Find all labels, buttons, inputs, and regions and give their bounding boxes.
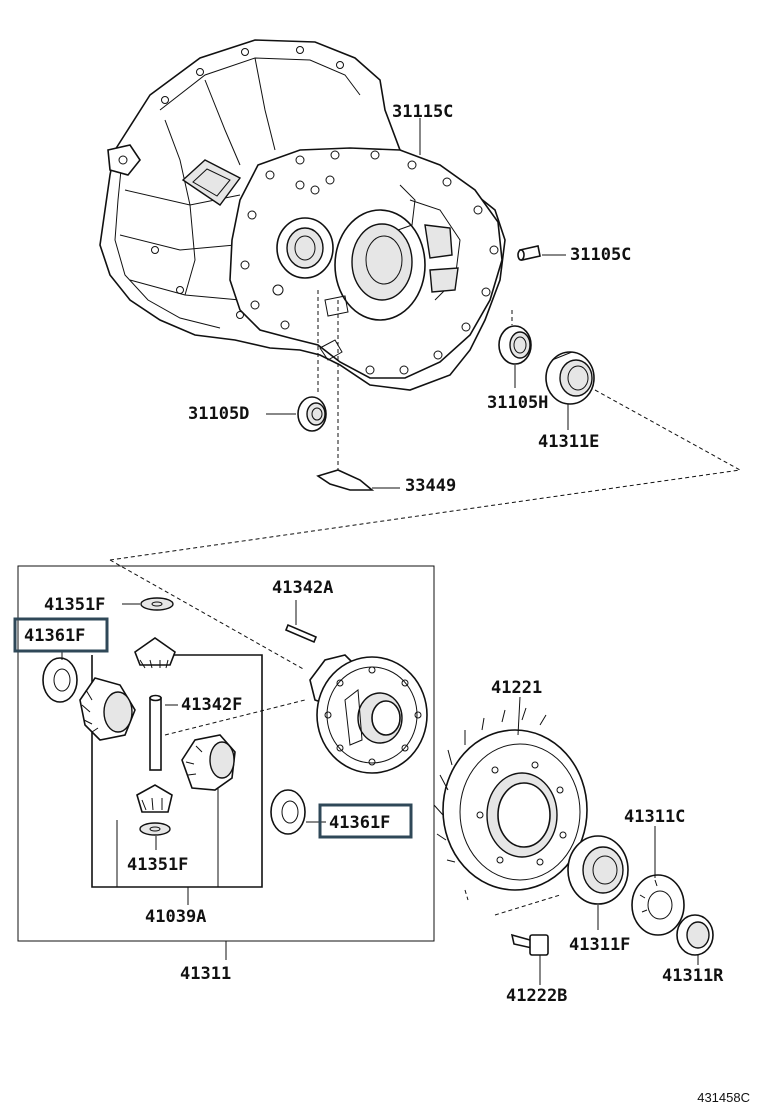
part-41221-ring-gear [433, 707, 588, 891]
label-41361f-left[interactable]: 41361F [24, 626, 85, 646]
part-31105h-seal [498, 325, 532, 365]
highlight-box-right [318, 803, 413, 839]
label-31115c[interactable]: 31115C [392, 102, 453, 122]
transaxle-housing [99, 39, 506, 391]
label-41221[interactable]: 41221 [491, 678, 542, 698]
label-31105h[interactable]: 31105H [487, 393, 548, 413]
label-41222b[interactable]: 41222B [506, 986, 567, 1006]
side-gear-left [79, 677, 136, 741]
label-41311c[interactable]: 41311C [624, 807, 685, 827]
diagram-id: 431458C [697, 1090, 750, 1105]
part-33449-clip [316, 469, 375, 491]
pinion-gear-bottom [136, 784, 173, 813]
label-31105c[interactable]: 31105C [570, 245, 631, 265]
label-41311e[interactable]: 41311E [538, 432, 599, 452]
label-31105d[interactable]: 31105D [188, 404, 249, 424]
label-41311[interactable]: 41311 [180, 964, 231, 984]
label-41342a[interactable]: 41342A [272, 578, 333, 598]
leader-lines [61, 118, 699, 985]
part-31105c-plug [517, 245, 541, 261]
label-41361f-right[interactable]: 41361F [329, 813, 390, 833]
part-41351f-washer-bottom [139, 822, 171, 836]
label-41311f[interactable]: 41311F [569, 935, 630, 955]
part-41361f-washer-left [42, 657, 78, 703]
part-41311r-race [676, 914, 714, 956]
differential-case [309, 654, 428, 774]
label-33449[interactable]: 33449 [405, 476, 456, 496]
part-41311e-bearing [545, 351, 595, 405]
label-41039a[interactable]: 41039A [145, 907, 206, 927]
part-41222b-bolt [510, 933, 549, 956]
part-41342f-shaft [149, 694, 162, 771]
label-41351f-bottom[interactable]: 41351F [127, 855, 188, 875]
label-41342f[interactable]: 41342F [181, 695, 242, 715]
part-31105d-seal [297, 396, 327, 432]
label-41311r[interactable]: 41311R [662, 966, 724, 986]
part-41311c-shim [631, 874, 685, 936]
part-41351f-washer-top [140, 597, 174, 611]
part-41342a-pin [284, 623, 318, 644]
part-41361f-washer-right [270, 789, 306, 835]
highlight-box-left [13, 617, 109, 653]
pinion-gear-top [134, 637, 176, 669]
side-gear-right [181, 734, 236, 791]
part-41311f-bearing [567, 835, 629, 905]
label-41351f-top[interactable]: 41351F [44, 595, 105, 615]
